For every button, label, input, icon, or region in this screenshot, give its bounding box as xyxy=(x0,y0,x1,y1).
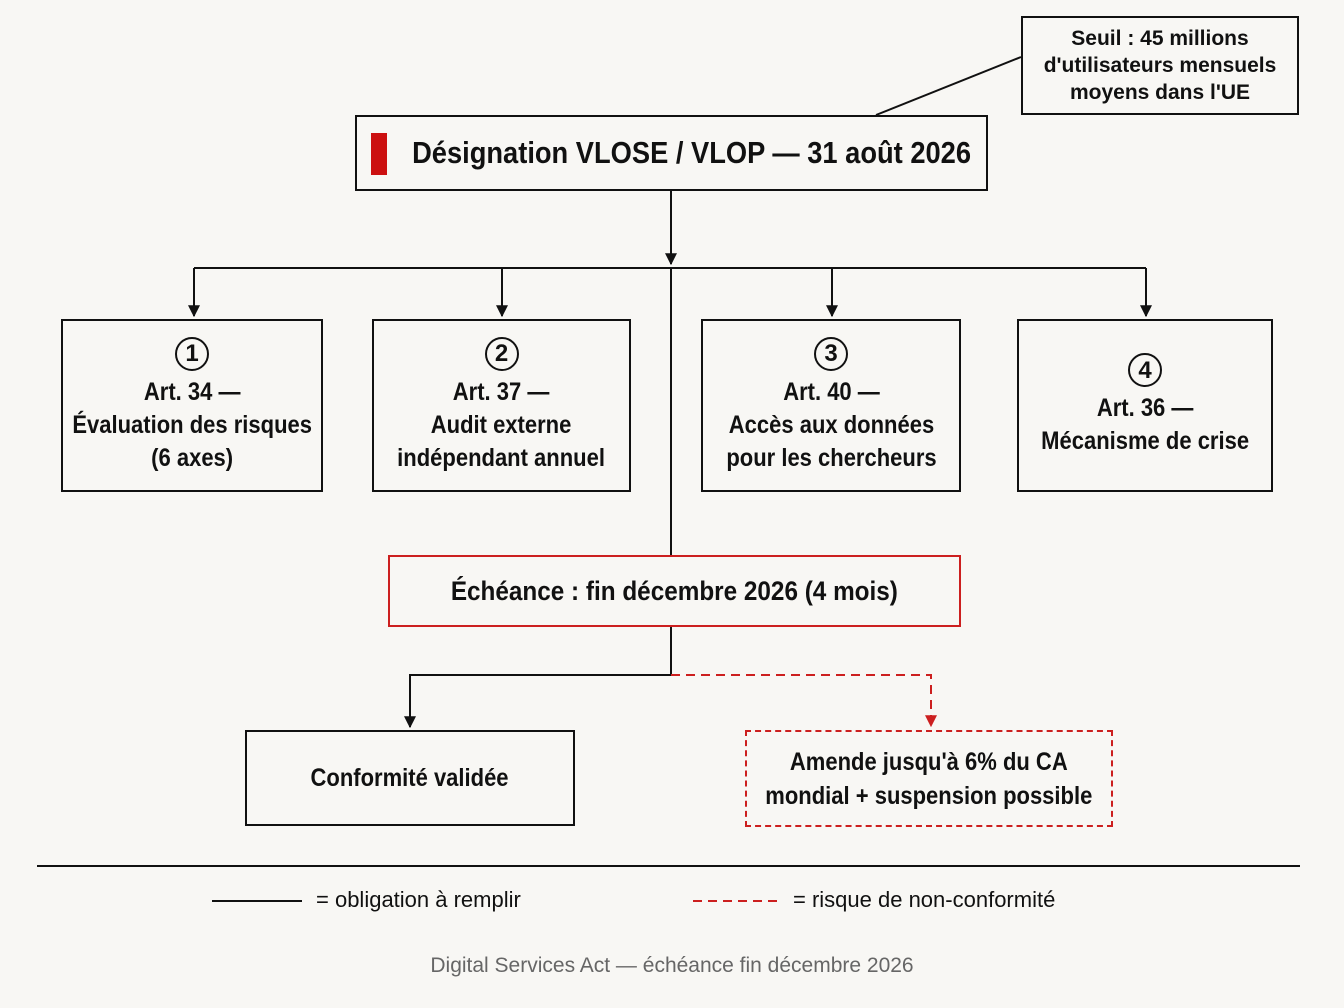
threshold-note: Seuil : 45 millions d'utilisateurs mensu… xyxy=(1021,16,1299,115)
article-1-line-2: Évaluation des risques xyxy=(72,410,312,439)
arrow-penalty xyxy=(671,674,937,728)
article-2-line-2: Audit externe xyxy=(431,410,572,439)
article-4-line-2: Mécanisme de crise xyxy=(1041,427,1249,455)
article-box-3: 3 Art. 40 — Accès aux données pour les c… xyxy=(701,319,961,492)
article-1-line-1: Art. 34 — xyxy=(143,377,241,406)
article-4-line-1: Art. 36 — xyxy=(1096,394,1194,422)
deadline-label: Échéance : fin décembre 2026 (4 mois) xyxy=(450,575,899,606)
legend-solid-label: = obligation à remplir xyxy=(316,887,521,912)
legend-dashed-label: = risque de non-conformité xyxy=(793,887,1056,912)
penalty-line-2: mondial + suspension possible xyxy=(765,781,1093,810)
article-3-line-3: pour les chercheurs xyxy=(725,443,937,472)
designation-title: Désignation VLOSE / VLOP — 31 août 2026 xyxy=(412,135,971,170)
number-1-icon: 1 xyxy=(175,336,209,371)
article-box-2: 2 Art. 37 — Audit externe indépendant an… xyxy=(372,319,631,492)
penalty-outcome-box: Amende jusqu'à 6% du CA mondial + suspen… xyxy=(745,730,1113,827)
article-2-line-1: Art. 37 — xyxy=(453,377,550,406)
deadline-box: Échéance : fin décembre 2026 (4 mois) xyxy=(388,555,961,627)
number-2-icon: 2 xyxy=(484,336,519,371)
designation-box: Désignation VLOSE / VLOP — 31 août 2026 xyxy=(355,115,988,191)
arrow-compliant xyxy=(404,674,671,729)
footer-caption: Digital Services Act — échéance fin déce… xyxy=(430,954,914,977)
threshold-pointer-line xyxy=(875,56,1022,116)
threshold-line-3: moyens dans l'UE xyxy=(1069,81,1251,104)
article-box-1: 1 Art. 34 — Évaluation des risques (6 ax… xyxy=(61,319,323,492)
article-3-line-1: Art. 40 — xyxy=(782,377,880,406)
article-1-line-3: (6 axes) xyxy=(151,443,233,472)
threshold-line-1: Seuil : 45 millions xyxy=(1071,27,1249,50)
article-3-line-2: Accès aux données xyxy=(728,410,934,439)
number-4-icon: 4 xyxy=(1128,353,1162,387)
penalty-line-1: Amende jusqu'à 6% du CA xyxy=(790,747,1068,776)
compliant-outcome-box: Conformité validée xyxy=(245,730,575,826)
red-marker-icon xyxy=(371,133,387,175)
article-2-line-3: indépendant annuel xyxy=(397,443,606,472)
threshold-line-2: d'utilisateurs mensuels xyxy=(1043,54,1277,77)
compliant-label: Conformité validée xyxy=(310,764,510,792)
article-box-4: 4 Art. 36 — Mécanisme de crise xyxy=(1017,319,1273,492)
number-3-icon: 3 xyxy=(814,336,848,371)
